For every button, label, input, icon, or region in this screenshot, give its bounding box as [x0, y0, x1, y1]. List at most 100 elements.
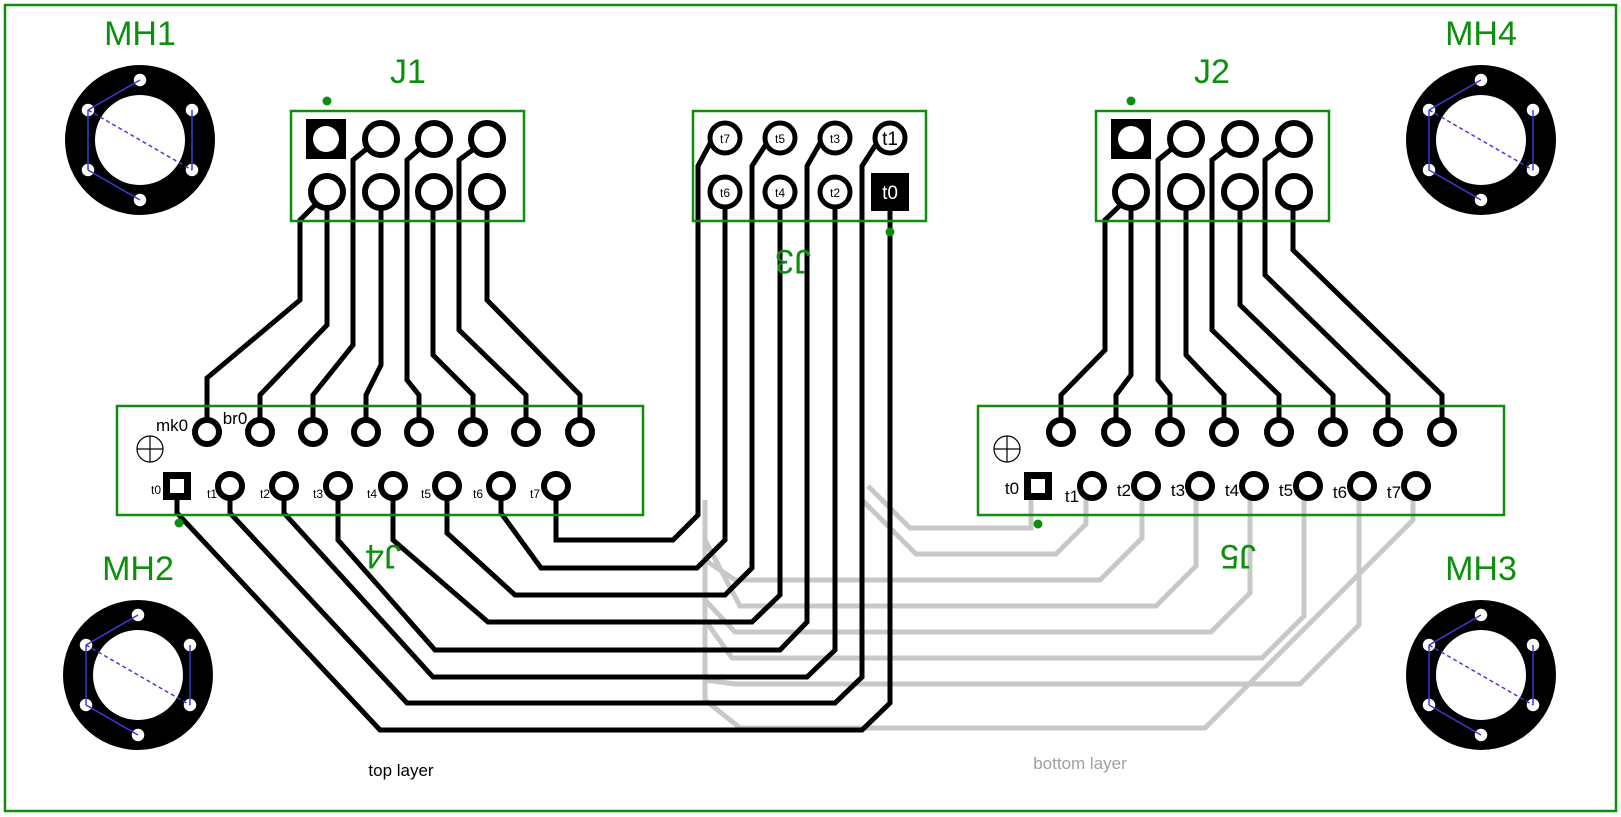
top-trace — [174, 185, 893, 733]
j1-pad — [468, 120, 506, 158]
j5-pad — [1318, 417, 1348, 447]
j3-pad — [707, 174, 743, 210]
j4-pad — [486, 471, 516, 501]
j4-label-t4: t4 — [367, 487, 377, 501]
j5-pad — [1209, 417, 1239, 447]
top-trace — [281, 185, 838, 680]
j5-pad-hole — [1031, 479, 1045, 493]
j4-label-t1: t1 — [207, 487, 217, 501]
j2-pad — [1275, 173, 1313, 211]
top-trace — [456, 135, 529, 432]
j5-label-t2: t2 — [1117, 481, 1131, 500]
mh1-label: MH1 — [104, 15, 176, 53]
top-trace — [310, 136, 382, 432]
j1-pad — [308, 173, 346, 211]
bottom-layer-traces — [702, 484, 1416, 731]
legend-bottom-layer: bottom layer — [1033, 754, 1127, 773]
j3-label-t5: t5 — [775, 132, 785, 146]
j4-ref: J4 — [365, 537, 401, 575]
j5-pad — [1347, 471, 1377, 501]
legend-top-layer: top layer — [368, 761, 434, 780]
top-trace — [484, 195, 583, 432]
connector-j4: mk0 br0 t0 t1 t2 t3 t4 t5 t6 t7 J4 — [115, 404, 645, 575]
j3-label-t3: t3 — [830, 132, 840, 146]
mh4-label: MH4 — [1445, 15, 1517, 53]
mh3-label: MH3 — [1445, 550, 1517, 588]
j3-label-t2: t2 — [830, 186, 840, 200]
j2-ref: J2 — [1194, 53, 1230, 91]
j5-pin1-marker — [1033, 519, 1043, 529]
top-trace — [498, 185, 728, 571]
j2-to-j5-traces — [1058, 136, 1445, 432]
j1-to-j4-traces — [204, 135, 583, 432]
j4-pad — [269, 471, 299, 501]
j1-pad — [362, 173, 400, 211]
j3-pad — [762, 120, 798, 156]
j2-pad — [1221, 120, 1259, 158]
top-trace — [1183, 195, 1227, 432]
j3-label-t4: t4 — [775, 186, 785, 200]
j5-label-t0: t0 — [1005, 479, 1019, 498]
top-trace — [257, 195, 330, 432]
top-trace — [1262, 136, 1391, 432]
j3-label-t0: t0 — [882, 183, 898, 204]
top-trace — [553, 136, 716, 543]
j4-label-t5: t5 — [421, 487, 431, 501]
j5-outline — [976, 404, 1506, 517]
j1-pad — [362, 120, 400, 158]
fiducial-icon — [993, 435, 1021, 463]
top-trace — [1237, 195, 1336, 432]
j2-pad — [1112, 173, 1150, 211]
j4-pad — [245, 417, 275, 447]
j4-label-t0: t0 — [151, 483, 161, 497]
j5-label-t5: t5 — [1279, 481, 1293, 500]
j4-label-t2: t2 — [260, 487, 270, 501]
j4-pad — [323, 471, 353, 501]
j2-pad-hole — [1118, 126, 1144, 152]
j1-pin1-marker — [322, 96, 332, 106]
j4-pad — [298, 417, 328, 447]
j3-outline — [691, 109, 928, 223]
j2-pad — [1221, 173, 1259, 211]
j4-pin1-marker — [174, 518, 184, 528]
j5-label-t7: t7 — [1387, 483, 1401, 502]
top-trace — [1290, 195, 1445, 432]
j5-label-t6: t6 — [1333, 483, 1347, 502]
j3-pad — [762, 174, 798, 210]
j2-pin1-marker — [1126, 96, 1136, 106]
top-trace — [390, 185, 783, 625]
j4-label-mk0: mk0 — [156, 416, 188, 435]
j5-pad — [1077, 471, 1107, 501]
connector-j3: t7 t5 t3 t1 t6 t4 t2 t0 J3 — [691, 109, 928, 280]
j5-pad — [1239, 471, 1269, 501]
top-trace — [227, 136, 883, 706]
j5-label-t3: t3 — [1171, 481, 1185, 500]
top-trace — [430, 195, 476, 432]
j4-pad — [192, 417, 222, 447]
top-trace — [1155, 136, 1187, 432]
j3-pin1-marker — [885, 227, 895, 237]
top-trace — [204, 193, 327, 432]
j5-label-t4: t4 — [1225, 481, 1239, 500]
j4-pad — [511, 417, 541, 447]
j4-label-t7: t7 — [530, 487, 540, 501]
bottom-trace — [702, 486, 1307, 661]
j3-pad — [817, 174, 853, 210]
j4-label-t6: t6 — [473, 487, 483, 501]
j3-pad — [707, 120, 743, 156]
mounting-hole-mh2: MH2 — [63, 550, 213, 750]
j2-pad — [1167, 173, 1205, 211]
j4-pad — [565, 417, 595, 447]
j2-pad — [1167, 120, 1205, 158]
j3-pad — [872, 120, 908, 156]
j3-label-t1: t1 — [882, 129, 898, 150]
j4-outline — [115, 404, 645, 517]
j3-pad — [817, 120, 853, 156]
top-trace — [363, 195, 384, 432]
top-trace — [1209, 136, 1282, 432]
board-outline — [3, 3, 1618, 813]
j4-pad — [458, 417, 488, 447]
j4-pad — [432, 471, 462, 501]
bottom-trace — [702, 486, 1199, 609]
mounting-hole-mh3: MH3 — [1406, 550, 1556, 750]
